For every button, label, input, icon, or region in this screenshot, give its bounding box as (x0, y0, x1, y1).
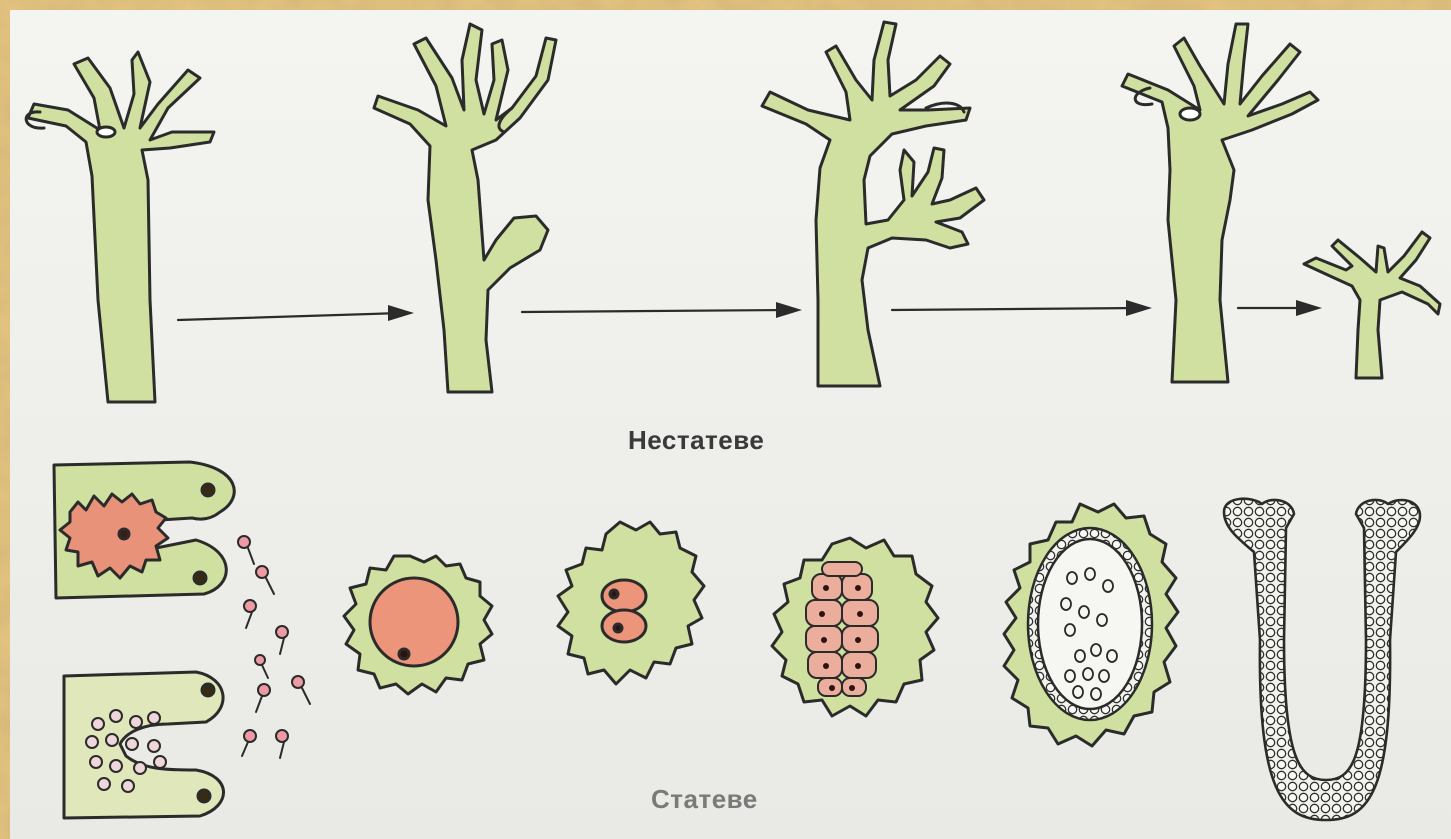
arrow-3 (892, 300, 1152, 316)
arrow-4 (1238, 300, 1322, 316)
zygote (344, 556, 492, 694)
arrow-2 (522, 302, 802, 318)
two-cell-stage (558, 522, 704, 684)
blastula-stage (1004, 504, 1178, 746)
hydra-stage-2 (374, 24, 556, 392)
hydra-stage-4 (1122, 24, 1318, 382)
caption-asexual: Нестатеве (628, 425, 764, 456)
hydra-stage-3 (762, 22, 984, 386)
arrow-1 (178, 305, 414, 321)
hydra-stage-1 (26, 52, 214, 402)
diagram-panel: Нестатеве Статеве (10, 10, 1451, 839)
hydra-bud-detached (1304, 232, 1440, 378)
gastrula-stage (1224, 499, 1420, 820)
testis-with-sperm (64, 672, 224, 818)
caption-sexual: Статеве (651, 784, 758, 815)
morula-stage (772, 538, 938, 716)
sperm-cells (238, 536, 310, 758)
ovary-with-egg (54, 462, 234, 598)
